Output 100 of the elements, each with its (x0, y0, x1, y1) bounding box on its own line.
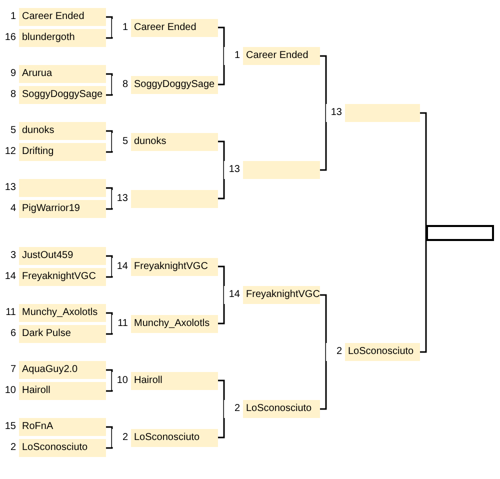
player-name: LoSconosciuto (245, 402, 312, 416)
bracket-entry (0, 325, 106, 343)
bracket-line (106, 73, 113, 86)
bracket-entry (0, 382, 106, 400)
seed-number: 6 (0, 325, 19, 343)
bracket-line (420, 112, 427, 234)
seed-number: 5 (112, 132, 131, 150)
seed-number: 7 (0, 361, 19, 379)
bracket-entry (112, 428, 218, 446)
seed-number: 13 (112, 190, 131, 208)
seed-number: 10 (112, 372, 131, 390)
bracket-entry (0, 304, 106, 322)
bracket-entry (0, 143, 106, 161)
bracket-line (218, 408, 225, 438)
bracket-line (218, 140, 225, 171)
seed-number: 5 (0, 122, 19, 140)
bracket-line (320, 351, 327, 410)
player-name: Munchy_Axolotls (133, 316, 210, 330)
bracket-entry (112, 258, 218, 276)
bracket-entry (0, 247, 106, 265)
seed-number: 11 (0, 304, 19, 322)
bracket-line (320, 112, 327, 171)
player-name: FreyaknightVGC (21, 270, 96, 284)
player-name: SoggyDoggySage (21, 88, 103, 102)
player-name: Arurua (21, 67, 52, 81)
seed-number: 2 (112, 428, 131, 446)
bracket-line (106, 16, 113, 28)
bracket-entry (0, 418, 106, 436)
bracket-line (106, 130, 113, 142)
seed-number: 14 (0, 268, 19, 286)
bracket-line (320, 294, 327, 353)
player-name: RoFnA (21, 420, 54, 434)
bracket-entry (0, 65, 106, 83)
seed-number: 1 (0, 8, 19, 26)
player-name: LoSconosciuto (347, 345, 414, 359)
seed-number: 2 (224, 400, 243, 418)
bracket-line (218, 55, 225, 86)
player-name: Dark Pulse (21, 327, 71, 341)
player-name: LoSconosciuto (21, 441, 88, 455)
seed-number: 8 (112, 76, 131, 94)
bracket-line (106, 187, 113, 200)
player-name: dunoks (21, 124, 54, 138)
seed-number: 13 (326, 104, 345, 122)
player-name: LoSconosciuto (133, 430, 200, 444)
bracket-entry (0, 439, 106, 457)
seed-number: 2 (0, 439, 19, 457)
bracket-entry (326, 343, 420, 361)
seed-number: 16 (0, 29, 19, 47)
seed-number: 15 (0, 418, 19, 436)
seed-number: 1 (224, 47, 243, 65)
seed-number: 13 (0, 179, 19, 197)
bracket-line (106, 312, 113, 324)
bracket-entry (224, 286, 320, 304)
player-name: blundergoth (21, 31, 75, 45)
player-name: Career Ended (133, 20, 196, 34)
bracket-line (320, 55, 327, 114)
bracket-line (106, 322, 113, 335)
bracket-entry (0, 122, 106, 140)
bracket-entry (112, 190, 218, 208)
bracket-line (106, 380, 113, 392)
seed-number: 4 (0, 200, 19, 218)
seed-number: 3 (0, 247, 19, 265)
bracket-line (106, 84, 113, 96)
seed-number: 2 (326, 343, 345, 361)
bracket-entry (112, 132, 218, 150)
bracket-entry (326, 104, 420, 122)
bracket-entry (0, 361, 106, 379)
bracket-line (218, 266, 225, 296)
bracket-line (218, 380, 225, 410)
player-name: Hairoll (21, 384, 50, 398)
seed-number: 1 (112, 18, 131, 36)
bracket-entry (0, 29, 106, 47)
empty-result-box (426, 224, 494, 240)
player-name: FreyaknightVGC (133, 260, 208, 274)
bracket-entry (224, 400, 320, 418)
bracket-line (106, 436, 113, 449)
bracket-entry (112, 372, 218, 390)
player-name: Munchy_Axolotls (21, 306, 98, 320)
player-name: Hairoll (133, 374, 162, 388)
bracket-line (106, 140, 113, 153)
player-name: dunoks (133, 134, 166, 148)
bracket-entry (0, 268, 106, 286)
seed-number: 12 (0, 143, 19, 161)
bracket-line (106, 26, 113, 39)
player-name: AquaGuy2.0 (21, 363, 78, 377)
bracket-line (106, 369, 113, 382)
bracket-line (106, 426, 113, 438)
bracket-line (218, 294, 225, 324)
seed-number: 14 (224, 286, 243, 304)
player-name: Career Ended (21, 10, 84, 24)
seed-number: 13 (224, 161, 243, 179)
bracket-line (106, 255, 113, 268)
bracket-entry (112, 76, 218, 94)
bracket-line (106, 266, 113, 278)
player-name: Career Ended (245, 49, 308, 63)
bracket-entry (112, 314, 218, 332)
bracket-entry (0, 86, 106, 104)
seed-number: 11 (112, 314, 131, 332)
bracket-line (106, 198, 113, 210)
bracket-line (420, 232, 427, 353)
